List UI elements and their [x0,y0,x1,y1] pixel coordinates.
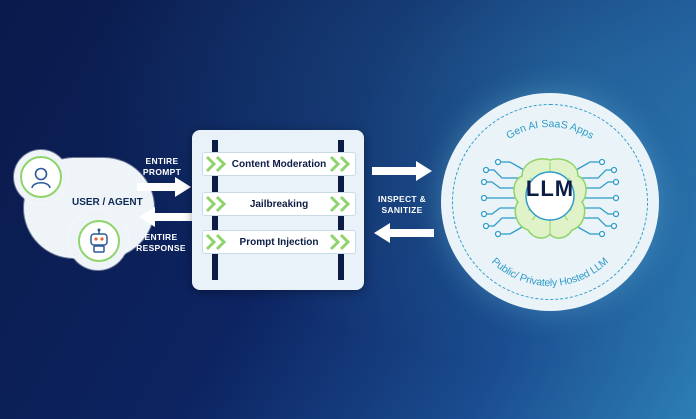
user-agent-group: USER / AGENT [14,150,164,280]
guardrail-label: Prompt Injection [239,236,319,248]
guardrail-prompt-injection: Prompt Injection [202,230,356,254]
chevron-left-icon [205,195,227,213]
llm-bottom-arc-text: Public/ Privately Hosted LLM [489,255,611,289]
guardrail-jailbreaking: Jailbreaking [202,192,356,216]
user-icon [20,156,62,198]
svg-text:Gen AI SaaS Apps: Gen AI SaaS Apps [504,118,596,142]
svg-text:Public/ Privately Hosted LLM: Public/ Privately Hosted LLM [489,255,611,289]
llm-dashed-ring [452,104,648,300]
brain-circuit-icon [480,158,620,239]
response-arrow [139,207,193,227]
llm-arc-labels: Gen AI SaaS Apps Public/ Privately Hoste… [489,118,611,289]
chevron-right-icon [329,155,351,173]
inspect-sanitize-label: INSPECT & SANITIZE [377,194,427,215]
chevron-right-icon [329,233,351,251]
robot-icon [78,220,120,262]
guardrails-panel: Content Moderation Jailbreaking Prompt I… [192,130,364,290]
guardrail-label: Jailbreaking [249,198,309,210]
entire-response-label: ENTIRE RESPONSE [136,232,186,253]
return-arrow [374,223,434,243]
llm-label: LLM [525,176,575,201]
forward-arrow [372,161,432,181]
guardrail-label: Content Moderation [231,158,327,170]
user-agent-label: USER / AGENT [72,197,143,208]
llm-top-arc-text: Gen AI SaaS Apps [504,118,596,142]
entire-prompt-label: ENTIRE PROMPT [142,156,182,177]
guardrail-content-moderation: Content Moderation [202,152,356,176]
chevron-left-icon [205,233,227,251]
chevron-left-icon [205,155,227,173]
prompt-arrow [137,177,191,197]
chevron-right-icon [329,195,351,213]
